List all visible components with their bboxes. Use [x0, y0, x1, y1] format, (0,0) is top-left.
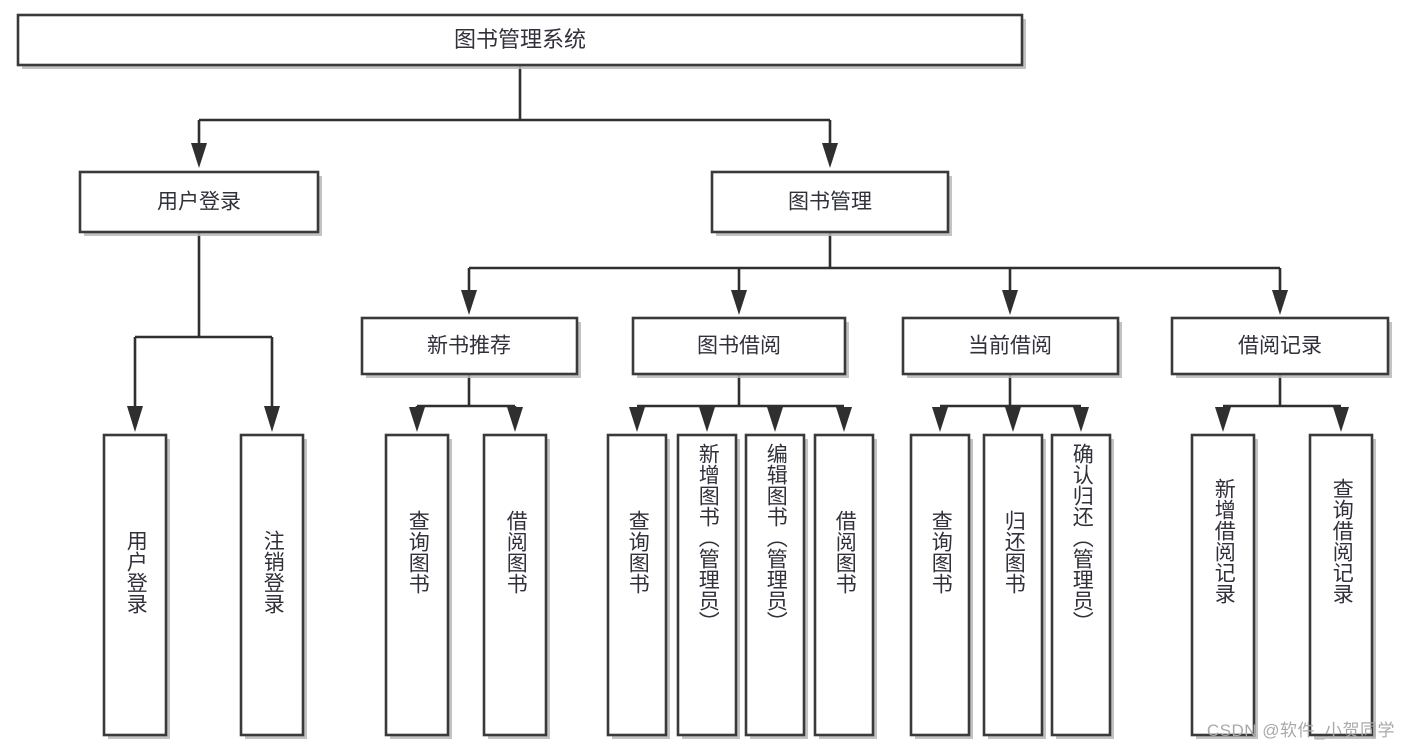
node-current-borrow-label: 当前借阅 [968, 335, 1052, 358]
node-borrow-record-box[interactable] [1170, 316, 1390, 376]
arrow-bm-to-currentborrow [1002, 290, 1018, 315]
node-leaf-user-login-box[interactable] [102, 433, 168, 737]
arrow-newbook-to-leaf1 [409, 407, 425, 432]
node-leaf-query-book-rec-box[interactable] [384, 433, 450, 737]
node-current-borrow[interactable]: 当前借阅 [901, 316, 1122, 378]
leaf-boxes-layer [102, 433, 1376, 739]
node-borrow-record[interactable]: 借阅记录 [1170, 316, 1392, 378]
node-current-borrow-box[interactable] [901, 316, 1120, 376]
node-user-login-box[interactable] [78, 170, 320, 234]
arrow-newbook-to-leaf2 [507, 407, 523, 432]
node-new-book-rec[interactable]: 新书推荐 [360, 316, 581, 378]
node-book-manage[interactable]: 图书管理 [710, 170, 952, 236]
arrow-currentborrow-to-leaf1 [932, 407, 948, 432]
node-leaf-return-book-box[interactable] [982, 433, 1044, 737]
node-book-borrow-label: 图书借阅 [697, 335, 781, 358]
node-leaf-query-book-bm[interactable] [606, 433, 670, 739]
node-book-borrow[interactable]: 图书借阅 [631, 316, 849, 378]
node-leaf-query-book-bm-box[interactable] [606, 433, 668, 737]
arrow-user-login-to-leaf2 [264, 406, 280, 432]
node-leaf-query-book-cb[interactable] [909, 433, 973, 739]
node-leaf-return-book[interactable] [982, 433, 1046, 739]
arrow-bm-to-borrowrecord [1272, 290, 1288, 315]
node-new-book-rec-box[interactable] [360, 316, 579, 376]
arrow-bookborrow-to-leaf2 [699, 407, 715, 432]
node-leaf-edit-book[interactable] [744, 433, 808, 739]
node-leaf-add-book[interactable] [676, 433, 740, 739]
node-new-book-rec-label: 新书推荐 [427, 335, 511, 358]
arrow-borrowrecord-to-leaf1 [1215, 407, 1231, 432]
csdn-watermark: CSDN @软件_小贺同学 [1206, 721, 1395, 740]
arrow-currentborrow-to-leaf2 [1005, 407, 1021, 432]
node-root[interactable]: 图书管理系统 [16, 13, 1026, 69]
node-leaf-borrow-book-rec[interactable] [482, 433, 550, 739]
node-book-manage-box[interactable] [710, 170, 950, 234]
arrow-bookborrow-to-leaf1 [629, 407, 645, 432]
node-root-box[interactable] [16, 13, 1024, 67]
arrow-bm-to-bookborrow [731, 290, 747, 315]
node-leaf-borrow-book-bm-box[interactable] [813, 433, 875, 737]
node-leaf-logout-box[interactable] [239, 433, 305, 737]
arrow-borrowrecord-to-leaf2 [1333, 407, 1349, 432]
node-leaf-add-record-box[interactable] [1190, 433, 1256, 737]
node-borrow-record-label: 借阅记录 [1238, 335, 1322, 358]
arrow-root-to-user-login [191, 143, 207, 168]
node-leaf-edit-book-box[interactable] [744, 433, 806, 737]
node-leaf-logout[interactable] [239, 433, 307, 739]
node-leaf-borrow-book-bm[interactable] [813, 433, 877, 739]
node-leaf-query-record-box[interactable] [1308, 433, 1374, 737]
node-leaf-query-book-rec[interactable] [384, 433, 452, 739]
arrow-user-login-to-leaf1 [127, 406, 143, 432]
node-leaf-user-login[interactable] [102, 433, 170, 739]
node-leaf-add-record[interactable] [1190, 433, 1258, 739]
node-leaf-query-record[interactable] [1308, 433, 1376, 739]
node-leaf-borrow-book-rec-box[interactable] [482, 433, 548, 737]
arrow-currentborrow-to-leaf3 [1073, 407, 1089, 432]
arrow-bookborrow-to-leaf4 [836, 407, 852, 432]
node-user-login[interactable]: 用户登录 [78, 170, 322, 236]
arrow-root-to-book-manage [822, 143, 838, 168]
arrow-bookborrow-to-leaf3 [767, 407, 783, 432]
connector-layer [127, 65, 1349, 432]
arrow-bm-to-newbook [461, 290, 477, 315]
node-leaf-query-book-cb-box[interactable] [909, 433, 971, 737]
node-root-label: 图书管理系统 [454, 27, 586, 52]
node-leaf-confirm-return-box[interactable] [1050, 433, 1112, 737]
node-user-login-label: 用户登录 [157, 191, 241, 214]
node-leaf-add-book-box[interactable] [676, 433, 738, 737]
node-leaf-confirm-return[interactable] [1050, 433, 1114, 739]
node-book-borrow-box[interactable] [631, 316, 847, 376]
node-book-manage-label: 图书管理 [788, 191, 872, 214]
